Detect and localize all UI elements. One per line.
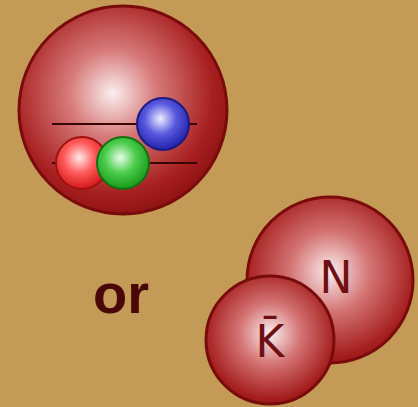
blue-quark	[137, 98, 189, 150]
particle-symbol: N	[320, 256, 353, 300]
sphere-circle	[206, 276, 334, 404]
green-quark	[97, 137, 149, 189]
baryon-sphere	[19, 6, 227, 214]
particle-symbol: K̄	[256, 320, 285, 364]
particle-sphere: K̄	[204, 274, 336, 406]
conjunction-label: or	[93, 266, 149, 322]
